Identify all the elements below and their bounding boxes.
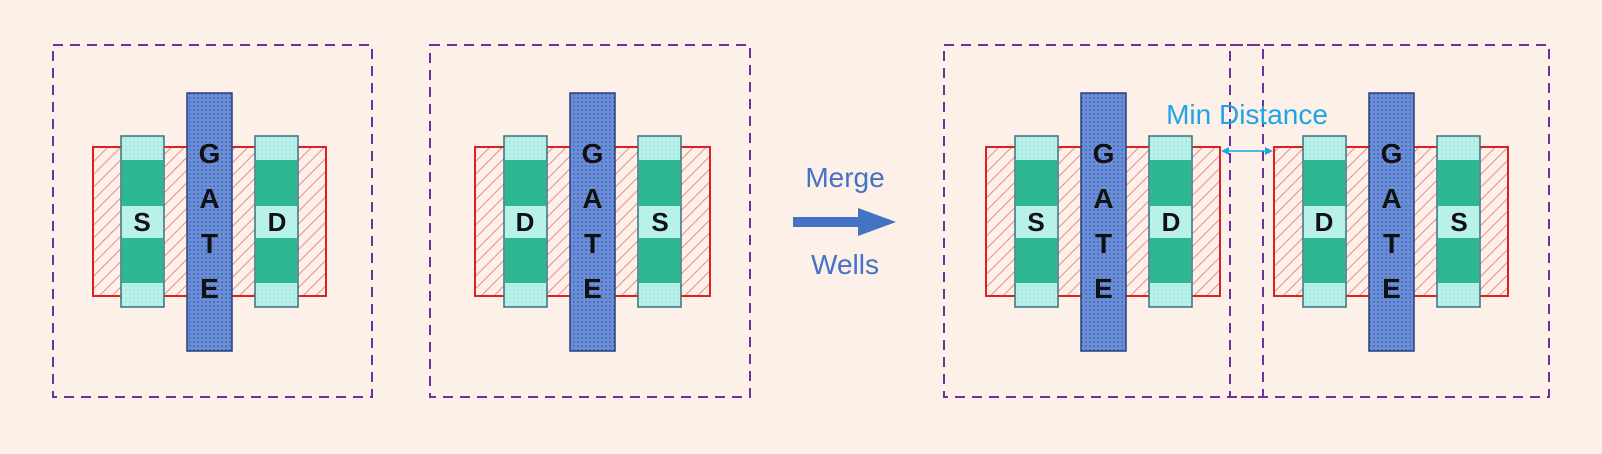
gate: [186, 92, 233, 352]
well-1: [52, 44, 373, 398]
gate-letter: G: [582, 138, 604, 169]
gate-letter: E: [1382, 273, 1401, 304]
gate-letter: A: [582, 183, 602, 214]
contact-left-label-band: [1016, 206, 1057, 238]
arrow-right-icon: [793, 208, 896, 236]
gate-letter: A: [199, 183, 219, 214]
left-terminal-label: S: [1027, 207, 1044, 237]
right-terminal-label: D: [1162, 207, 1181, 237]
gate-letter: A: [1093, 183, 1113, 214]
min-distance-dimension: Min Distance: [1166, 99, 1328, 155]
gate-letter: T: [1095, 228, 1112, 259]
gate-letter: T: [584, 228, 601, 259]
arrow-caption-line2: Wells: [811, 249, 879, 280]
gate-letter: G: [199, 138, 221, 169]
left-terminal-label: D: [516, 207, 535, 237]
contact-left-label-band: [122, 206, 163, 238]
well-2: [429, 44, 751, 398]
arrow-caption-line1: Merge: [805, 162, 884, 193]
dimension-arrowhead-left-icon: [1221, 147, 1229, 155]
gate-letter: A: [1381, 183, 1401, 214]
merge-wells-arrow: Merge Wells: [793, 162, 896, 280]
contact-right-label-band: [256, 206, 297, 238]
gate-letter: E: [1094, 273, 1113, 304]
gate-letter: G: [1093, 138, 1115, 169]
gate-letter: E: [583, 273, 602, 304]
gate-letter: T: [1383, 228, 1400, 259]
right-terminal-label: D: [268, 207, 287, 237]
dimension-arrowhead-right-icon: [1265, 147, 1273, 155]
well-4: [1229, 44, 1550, 398]
contact-left-label-band: [1304, 206, 1345, 238]
right-terminal-label: S: [651, 207, 668, 237]
gate: [1080, 92, 1127, 352]
gate: [1368, 92, 1415, 352]
dimension-label: Min Distance: [1166, 99, 1328, 130]
gate-letter: G: [1381, 138, 1403, 169]
contact-right-label-band: [1150, 206, 1191, 238]
gate-letter: T: [201, 228, 218, 259]
gate: [569, 92, 616, 352]
contact-left-label-band: [505, 206, 546, 238]
gate-letter: E: [200, 273, 219, 304]
right-terminal-label: S: [1450, 207, 1467, 237]
well-3: [943, 44, 1264, 398]
left-terminal-label: D: [1315, 207, 1334, 237]
contact-right-label-band: [1438, 206, 1479, 238]
contact-right-label-band: [639, 206, 680, 238]
left-terminal-label: S: [133, 207, 150, 237]
